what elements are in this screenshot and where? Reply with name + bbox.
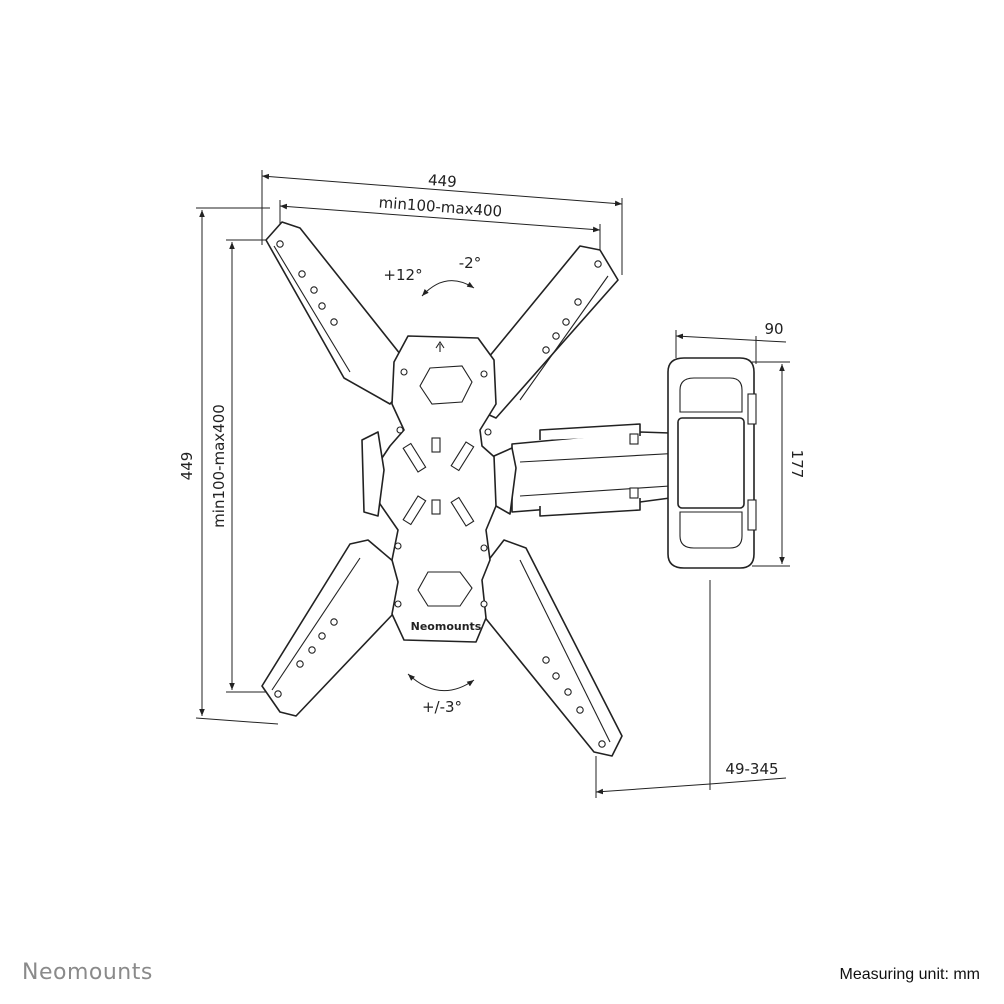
rotation-annotation: +/-3° (407, 673, 475, 716)
dimension-wall-plate-depth: 90 (675, 320, 787, 364)
vesa-center-plate: Neomounts (361, 335, 517, 643)
wall-plate (667, 357, 757, 569)
dimension-width-vesa: min100-max400 (279, 193, 601, 250)
measuring-unit-label: Measuring unit: mm (839, 966, 981, 983)
plate-brand-label: Neomounts (411, 620, 482, 633)
width-vesa-label: min100-max400 (378, 193, 503, 220)
wall-plate-depth-label: 90 (764, 320, 783, 338)
dimension-arm-extension: 49-345 (595, 580, 787, 798)
arm-extension-label: 49-345 (725, 760, 778, 778)
height-overall-label: 449 (178, 452, 196, 481)
tilt-down-label: -2° (459, 254, 481, 272)
tilt-up-label: +12° (383, 266, 422, 284)
wall-plate-height-label: 177 (788, 450, 806, 479)
rotation-label: +/-3° (422, 698, 462, 716)
height-vesa-label: min100-max400 (210, 404, 228, 528)
dimension-wall-plate-height: 177 (752, 361, 806, 567)
vesa-arm-bottom-left (261, 539, 413, 717)
dimension-height-vesa: min100-max400 (210, 239, 268, 693)
vesa-arm-bottom-right (473, 539, 623, 757)
top-hex-cutout (419, 365, 473, 405)
tilt-annotation: +12° -2° (383, 254, 481, 297)
dimension-width-overall: 449 (261, 170, 623, 275)
up-arrow-icon (435, 341, 445, 352)
bottom-hex-cutout (417, 571, 473, 607)
footer-brand-logo: Neomounts (22, 960, 153, 985)
dimension-height-overall: 449 (178, 207, 279, 725)
width-overall-label: 449 (427, 171, 457, 191)
